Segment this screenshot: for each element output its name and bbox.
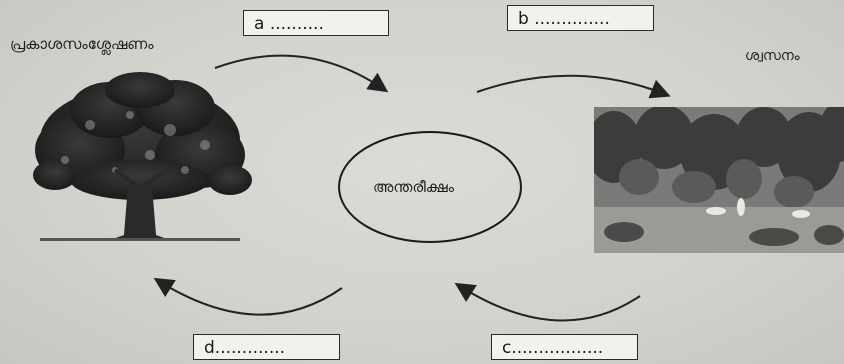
blank-box-b[interactable]: b .............. [507,5,654,31]
center-label: അന്തരീക്ഷം [373,178,454,196]
blank-box-c[interactable]: c................. [491,334,638,360]
arrow-c [454,282,641,322]
arrow-a [214,54,389,93]
blank-box-a[interactable]: a .......... [243,10,389,36]
forest-photo [594,107,844,253]
arrow-d [153,277,343,316]
blank-box-d[interactable]: d............. [193,334,340,360]
respiration-label: ശ്വസനം [745,48,800,64]
arrow-b [476,74,671,99]
atmosphere-ellipse [338,131,522,243]
tree-image [33,72,252,241]
photosynthesis-label: പ്രകാശസംശ്ലേഷണം [10,35,154,53]
